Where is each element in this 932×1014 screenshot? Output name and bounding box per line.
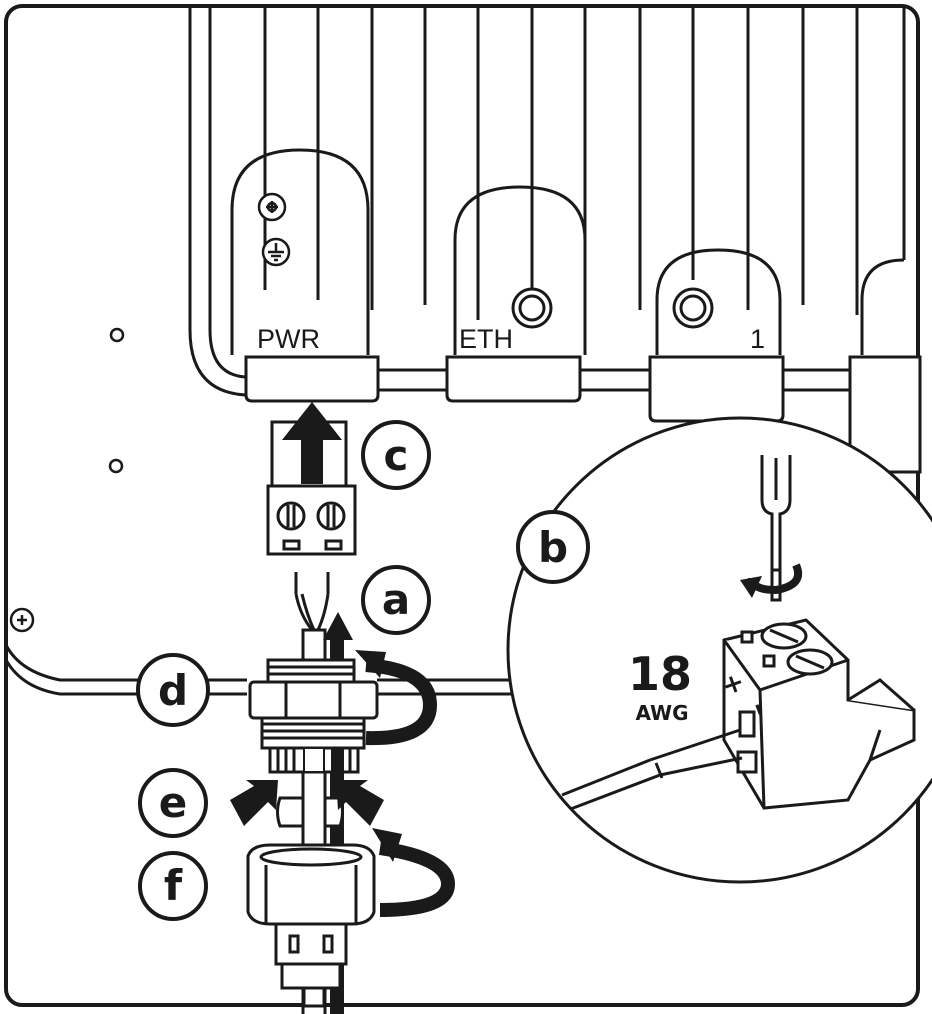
step-label-f: f [164, 861, 183, 910]
sealing-nut [248, 845, 374, 988]
wire-gauge-unit: AWG [635, 701, 688, 725]
side-screw-icon [11, 609, 33, 631]
mounting-holes [110, 329, 123, 472]
step-badge-d: d [138, 655, 208, 725]
led-indicator-1 [674, 289, 712, 327]
ground-symbol-icon [263, 239, 289, 265]
ground-screw-icon [259, 194, 285, 220]
step-badge-e: e [140, 770, 206, 836]
port-label-1: 1 [750, 324, 765, 354]
step-label-d: d [158, 666, 188, 715]
step-badge-f: f [140, 853, 206, 919]
zoom-detail [508, 418, 932, 882]
step-label-e: e [159, 778, 188, 827]
step-badge-a: a [363, 567, 429, 633]
step-label-c: c [384, 431, 409, 480]
step-badge-b: b [518, 512, 588, 582]
led-indicator-eth [513, 289, 551, 327]
rotate-nut-arrow-icon [372, 828, 448, 910]
port-label-eth: ETH [459, 324, 513, 354]
power-wires [296, 572, 328, 630]
port-label-pwr: PWR [257, 324, 320, 354]
wire-gauge-value: 18 [628, 647, 692, 701]
step-label-b: b [538, 523, 568, 572]
step-badge-c: c [363, 422, 429, 488]
step-label-a: a [382, 575, 410, 624]
